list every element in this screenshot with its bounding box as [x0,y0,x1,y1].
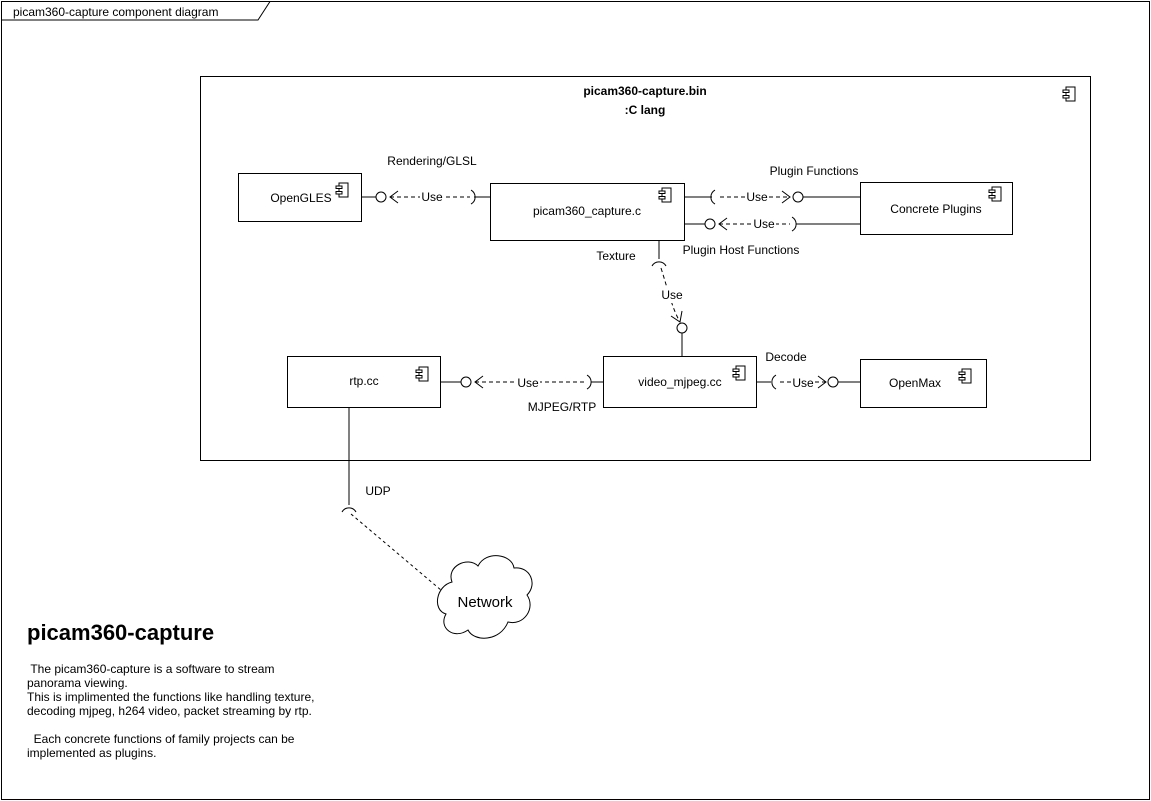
container-title: picam360-capture.bin [583,84,706,98]
use-label-bg [420,189,444,204]
component-rtp: rtp.cc [287,356,441,408]
description-paragraph: Each concrete functions of family projec… [27,732,298,760]
frame-title: picam360-capture component diagram [13,5,218,19]
component-label: video_mjpeg.cc [638,375,721,389]
network-cloud-icon [437,555,533,639]
use-label-bg [660,288,684,303]
connector-rendering-glsl [362,189,490,205]
description-paragraph: This is implimented the functions like h… [27,690,318,718]
use-label-bg [752,216,776,231]
use-label: Use [421,190,443,204]
use-label-bg [745,189,769,204]
description-text: The picam360-capture is a software to st… [27,662,327,760]
use-label-bg [516,374,540,389]
interface-mjpeg-rtp-label: MJPEG/RTP [528,400,596,414]
component-label: OpenMax [889,376,941,390]
container-subtitle: :C lang [625,103,666,117]
component-label: rtp.cc [349,374,378,388]
component-label: picam360_capture.c [533,204,641,218]
connector-mjpeg-rtp [441,374,603,390]
component-openmax: OpenMax [860,359,987,408]
component-opengles: OpenGLES [238,173,362,222]
interface-plugin-host-functions-label: Plugin Host Functions [683,243,800,257]
use-label-bg [791,374,815,389]
interface-rendering-label: Rendering/GLSL [387,154,477,168]
connector-decode [757,374,860,390]
use-label: Use [753,217,775,231]
description-title: picam360-capture [27,620,215,645]
interface-plugin-functions-label: Plugin Functions [770,164,859,178]
component-label: OpenGLES [270,191,331,205]
component-picam360-capture: picam360_capture.c [490,183,685,241]
use-label: Use [746,190,768,204]
interface-texture-label: Texture [596,249,636,263]
use-label: Use [661,288,683,302]
network-label: Network [457,594,513,611]
interface-udp-label: UDP [365,484,390,498]
use-label: Use [517,376,539,390]
description-paragraph: The picam360-capture is a software to st… [27,662,278,690]
use-label: Use [792,376,814,390]
component-label: Concrete Plugins [890,202,981,216]
component-concrete-plugins: Concrete Plugins [860,182,1013,235]
component-video-mjpeg: video_mjpeg.cc [603,356,757,408]
connector-udp [341,408,449,597]
frame-title-tab [1,1,271,21]
interface-decode-label: Decode [765,350,807,364]
